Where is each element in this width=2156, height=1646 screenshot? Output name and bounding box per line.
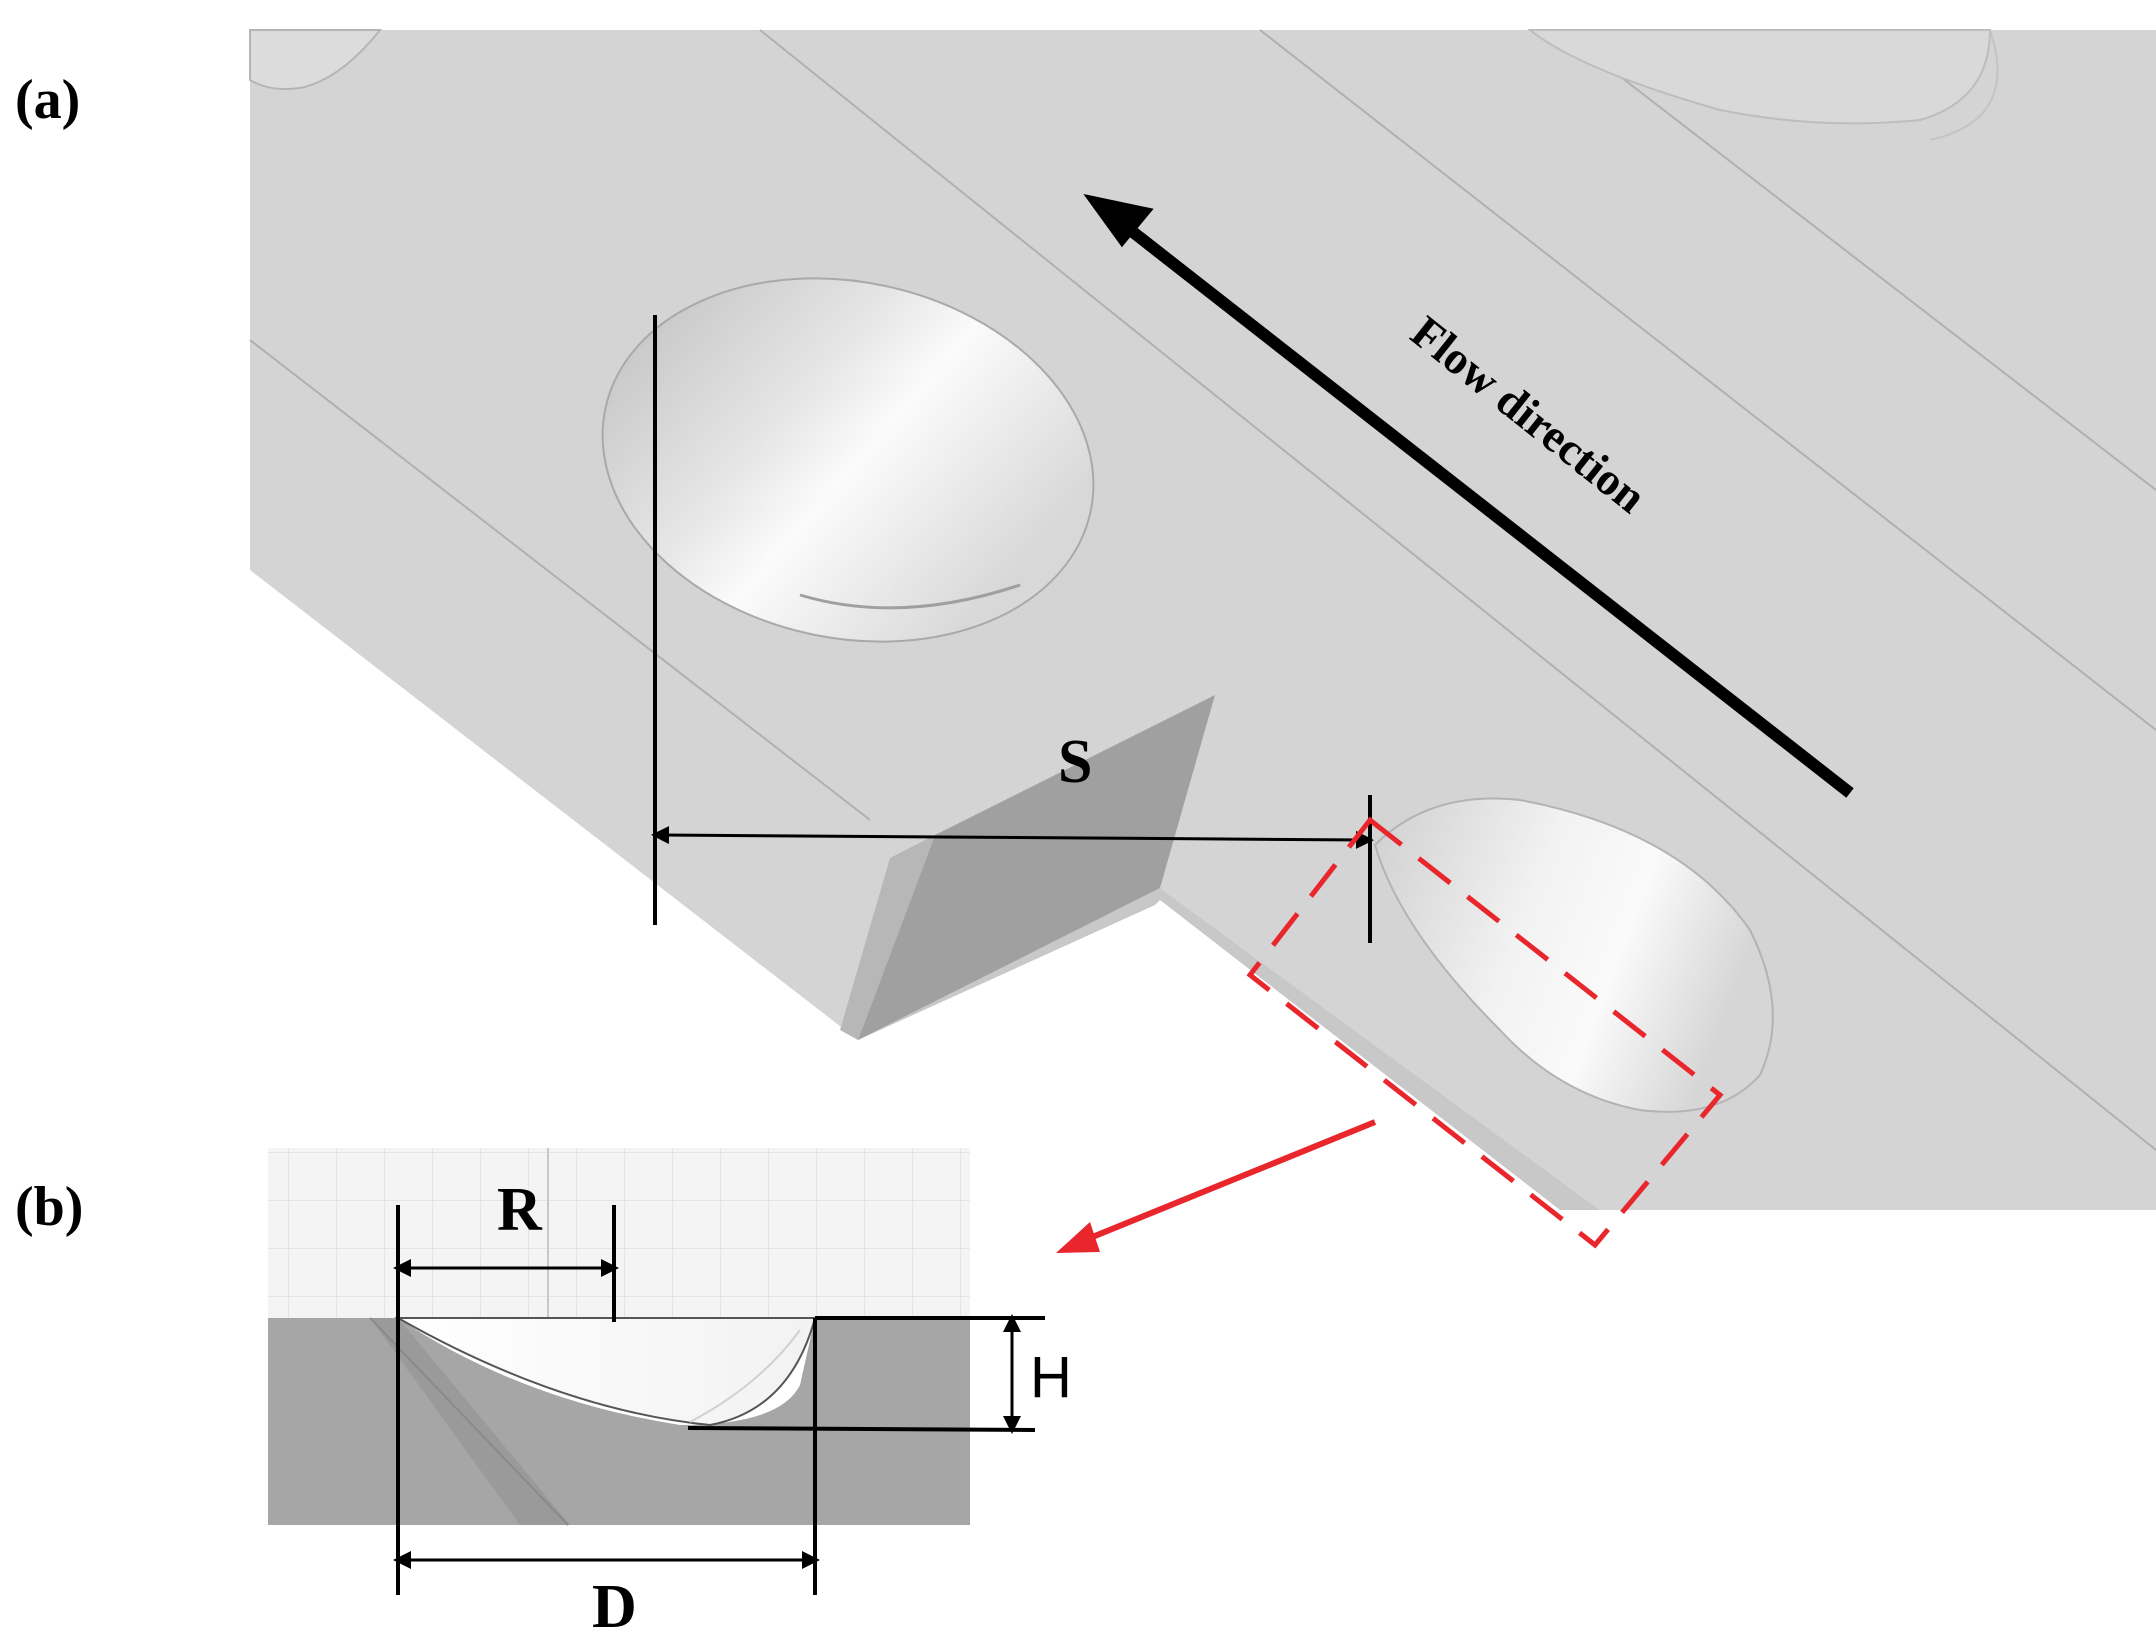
plate-ridge-lines xyxy=(249,29,2156,1151)
radius-label: R xyxy=(497,1176,543,1244)
plate-top-surface xyxy=(250,30,2156,1210)
step-face-left xyxy=(840,835,935,1040)
dimple-upstream xyxy=(601,277,1095,643)
section-grid-background xyxy=(268,1148,970,1318)
dimple-partial-top-right xyxy=(1527,29,1992,125)
panel-b: D R H (b) xyxy=(15,1148,1072,1641)
diameter-label: D xyxy=(592,1573,637,1641)
dimple-partial-top-right-rim xyxy=(1929,29,1999,141)
panel-b-label: (b) xyxy=(15,1176,83,1238)
dimple-upstream-rim xyxy=(799,583,1021,610)
section-dimple-inner-line xyxy=(689,1329,801,1423)
depth-label: H xyxy=(1030,1345,1072,1410)
step-face xyxy=(858,695,1215,1040)
zoom-arrow xyxy=(1083,1119,1377,1243)
dimple-downstream xyxy=(1373,797,1774,1113)
h-extension-bottom xyxy=(687,1426,1036,1432)
flow-arrow-head xyxy=(1083,193,1154,248)
section-solid xyxy=(268,1318,970,1525)
spacing-label: S xyxy=(1058,728,1092,796)
section-inclined-line xyxy=(369,1317,569,1526)
zoom-arrow-head xyxy=(1056,1222,1100,1253)
dimple-partial-top-left xyxy=(249,29,383,90)
section-dimple-cavity xyxy=(394,1317,817,1427)
highlight-box xyxy=(1246,816,1724,1249)
panel-a: Flow direction S (a) xyxy=(15,29,2156,1253)
s-dimension-line xyxy=(651,826,1374,849)
panel-a-label: (a) xyxy=(15,69,80,131)
flow-direction-arrow xyxy=(1111,213,1854,798)
